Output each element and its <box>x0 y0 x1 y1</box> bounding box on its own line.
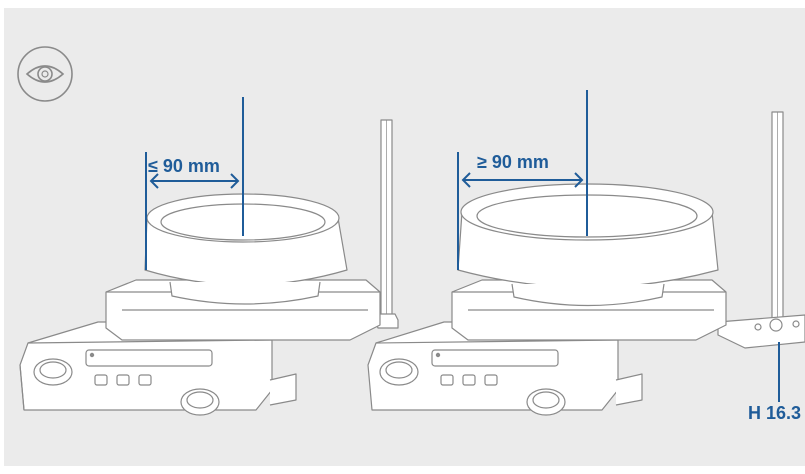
right-display <box>431 349 559 367</box>
left-button-3 <box>138 374 152 386</box>
right-stirrer <box>367 111 805 416</box>
right-dimension-label: ≥ 90 mm <box>477 152 549 172</box>
right-dimension <box>457 90 588 270</box>
left-dimension-label: ≤ 90 mm <box>148 156 220 176</box>
height-label: H 16.3 <box>748 403 801 423</box>
left-side-port <box>269 373 297 406</box>
eye-icon <box>17 46 73 102</box>
right-button-1 <box>440 374 454 386</box>
left-display <box>85 349 213 367</box>
right-clamp-bar <box>717 314 805 349</box>
left-button-2 <box>116 374 130 386</box>
right-button-3 <box>484 374 498 386</box>
left-button-1 <box>94 374 108 386</box>
right-button-2 <box>462 374 476 386</box>
right-side-port <box>615 373 643 406</box>
left-stirrer <box>19 119 399 416</box>
left-dimension <box>145 97 244 270</box>
